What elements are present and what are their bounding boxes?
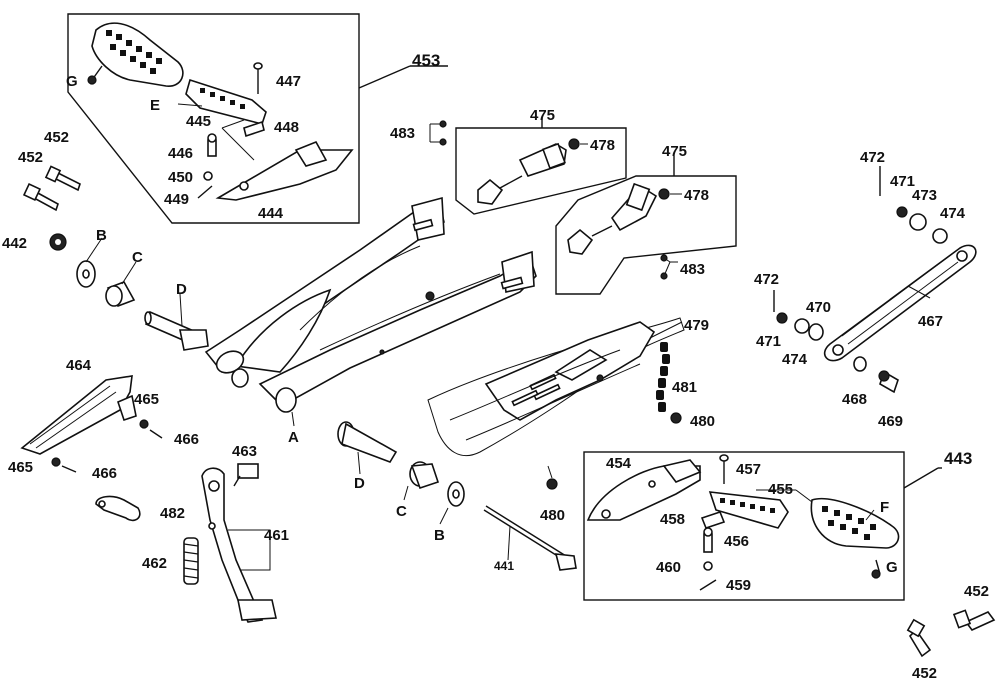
label-483-b: 483 — [680, 261, 705, 278]
label-454: 454 — [606, 455, 632, 472]
callout-labels: 453 447 G E 445 448 446 450 449 444 452 … — [2, 51, 989, 682]
footrest-holder-icon — [215, 149, 354, 201]
swingarm-upper-arm-icon — [204, 205, 445, 373]
group-box-443 — [583, 451, 905, 601]
group-box-453 — [67, 13, 360, 224]
label-482: 482 — [160, 505, 185, 522]
label-470: 470 — [806, 299, 831, 316]
label-c-left: C — [132, 249, 143, 266]
label-483-a: 483 — [390, 125, 415, 142]
right-fasteners — [906, 609, 996, 658]
label-460: 460 — [656, 559, 681, 576]
label-a: A — [288, 429, 299, 446]
footrest-assembly-left — [67, 13, 448, 224]
label-443: 443 — [944, 449, 972, 468]
label-467: 467 — [918, 313, 943, 330]
group-box-475-lower — [555, 175, 737, 295]
label-445: 445 — [186, 113, 211, 130]
label-471-b: 471 — [756, 333, 781, 350]
label-b-left: B — [96, 227, 107, 244]
label-d-bottom: D — [354, 475, 365, 492]
label-450: 450 — [168, 169, 193, 186]
label-462: 462 — [142, 555, 167, 572]
label-441: 441 — [494, 559, 514, 573]
label-474-b: 474 — [782, 351, 808, 368]
stand-assembly — [20, 375, 277, 623]
side-stand-icon — [201, 467, 264, 623]
label-452-c: 452 — [964, 583, 989, 600]
label-d-left: D — [176, 281, 187, 298]
label-442: 442 — [2, 235, 27, 252]
chain-guard-outline-icon — [427, 317, 685, 457]
swing-arm — [204, 196, 537, 427]
rubber-footpeg-icon — [91, 22, 184, 87]
label-448: 448 — [274, 119, 299, 136]
label-475-a: 475 — [530, 107, 555, 124]
label-472-b: 472 — [754, 271, 779, 288]
label-g-top: G — [66, 73, 78, 90]
label-465-b: 465 — [8, 459, 33, 476]
label-g-bottom: G — [886, 559, 898, 576]
label-c-bottom: C — [396, 503, 407, 520]
label-472-a: 472 — [860, 149, 885, 166]
label-453: 453 — [412, 51, 440, 70]
group-box-475-upper — [455, 127, 627, 215]
label-475-b: 475 — [662, 143, 687, 160]
label-452-b: 452 — [18, 149, 43, 166]
label-480-mid: 480 — [690, 413, 715, 430]
label-469: 469 — [878, 413, 903, 430]
label-481: 481 — [672, 379, 697, 396]
left-fasteners — [22, 165, 209, 351]
label-461: 461 — [264, 527, 289, 544]
label-466-a: 466 — [174, 431, 199, 448]
label-473: 473 — [912, 187, 937, 204]
label-466-b: 466 — [92, 465, 117, 482]
label-478-b: 478 — [684, 187, 709, 204]
label-468: 468 — [842, 391, 867, 408]
label-459: 459 — [726, 577, 751, 594]
chain-guard — [427, 317, 685, 490]
label-457: 457 — [736, 461, 761, 478]
label-479: 479 — [684, 317, 709, 334]
label-456: 456 — [724, 533, 749, 550]
label-452-d: 452 — [912, 665, 937, 682]
label-444: 444 — [258, 205, 284, 222]
label-452-a: 452 — [44, 129, 69, 146]
label-474-a: 474 — [940, 205, 966, 222]
label-478-a: 478 — [590, 137, 615, 154]
pivot-parts-bottom — [337, 421, 577, 571]
label-455: 455 — [768, 481, 793, 498]
chain-slider-icon — [20, 375, 133, 455]
link-plate-icon — [824, 244, 977, 362]
label-e: E — [150, 97, 160, 114]
label-480-bottom: 480 — [540, 507, 565, 524]
label-f: F — [880, 499, 889, 516]
rubber-footpeg-right-icon — [810, 498, 900, 549]
suspension-links — [773, 166, 977, 394]
label-471-a: 471 — [890, 173, 915, 190]
label-458: 458 — [660, 511, 685, 528]
label-b-bottom: B — [434, 527, 445, 544]
label-464: 464 — [66, 357, 92, 374]
label-465-a: 465 — [134, 391, 159, 408]
footrest-assembly-right — [583, 451, 942, 601]
label-449: 449 — [164, 191, 189, 208]
chain-adjusters — [429, 118, 737, 295]
footrest-holder-right-icon — [586, 465, 701, 521]
label-446: 446 — [168, 145, 193, 162]
label-463: 463 — [232, 443, 257, 460]
label-447: 447 — [276, 73, 301, 90]
